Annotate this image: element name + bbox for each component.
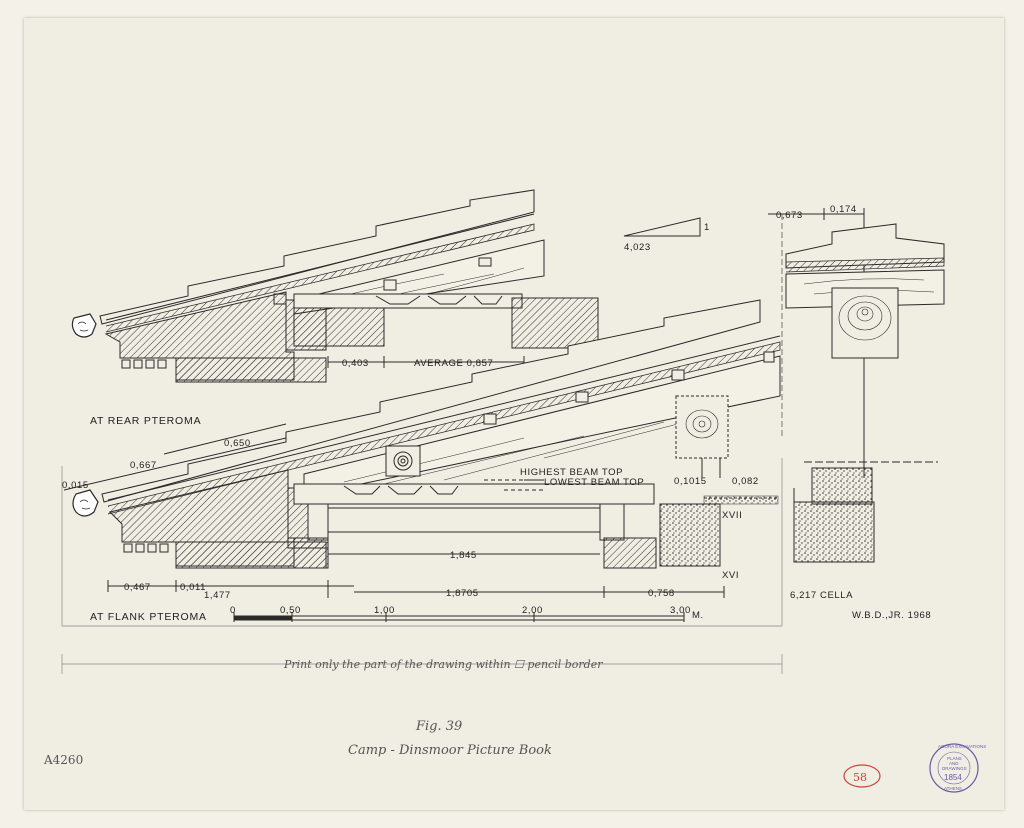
drawing-sheet: AT REAR PTEROMA AT FLANK PTEROMA 0,403 A… <box>24 18 1004 810</box>
stamp-bottom: ATHENS <box>944 786 962 791</box>
stamp-mid1: PLANS <box>947 756 962 761</box>
dim-0467: 0,467 <box>124 582 151 593</box>
architectural-drawing: AT REAR PTEROMA AT FLANK PTEROMA 0,403 A… <box>43 189 986 793</box>
label-highest-beam-top: HIGHEST BEAM TOP <box>520 467 623 478</box>
book-label: Camp - Dinsmoor Picture Book <box>348 743 552 758</box>
label-cella: 6,217 CELLA <box>790 590 853 601</box>
stamp-mid3: DRAWINGS <box>942 766 967 771</box>
scale-tick-200: 2,00 <box>522 605 543 616</box>
dim-0015: 0,015 <box>62 480 89 491</box>
dim-0174: 0,174 <box>830 204 857 215</box>
rear-pteroma-section <box>71 189 599 383</box>
dim-0650: 0,650 <box>224 438 251 449</box>
dim-1845: 1,845 <box>450 550 477 561</box>
label-flank-pteroma: AT FLANK PTEROMA <box>90 611 207 623</box>
slope-triangle <box>623 217 701 237</box>
catalog-number: A4260 <box>43 753 83 767</box>
label-xvii: XVII <box>722 510 742 521</box>
stamp-mid2: AND <box>949 761 959 766</box>
dim-0673: 0,673 <box>776 210 803 221</box>
fig-label: Fig. 39 <box>415 719 462 734</box>
right-detail-section <box>768 208 945 563</box>
flank-pteroma-section <box>72 299 781 569</box>
stamp-top: AGORA EXCAVATIONS <box>938 744 986 749</box>
label-lowest-beam-top: LOWEST BEAM TOP <box>544 477 644 488</box>
scale-tick-300: 3,00 <box>670 605 691 616</box>
beam-end-dashed <box>675 395 729 478</box>
dim-0403: 0,403 <box>342 358 369 369</box>
signature: W.B.D.,JR. 1968 <box>852 610 931 621</box>
scale-tick-100: 1,00 <box>374 605 395 616</box>
page-number-circle: 58 <box>843 764 881 788</box>
dim-1477: 1,477 <box>204 590 231 601</box>
stamp-number: 1854 <box>944 773 962 782</box>
pencil-border <box>61 458 783 674</box>
dim-18705: 1,8705 <box>446 588 479 599</box>
agora-stamp: AGORA EXCAVATIONS PLANS AND DRAWINGS 185… <box>929 743 986 793</box>
dim-01015: 0,1015 <box>674 476 707 487</box>
flank-dimension-lines <box>63 423 725 598</box>
dim-0011: 0,011 <box>180 582 206 593</box>
page-number: 58 <box>853 771 867 784</box>
slope-rise: 1 <box>704 222 710 233</box>
label-rear-pteroma: AT REAR PTEROMA <box>90 415 201 427</box>
scale-bar <box>233 612 685 622</box>
dim-0667: 0,667 <box>130 460 157 471</box>
scale-unit: M. <box>692 610 704 621</box>
scale-tick-0: 0 <box>230 605 236 616</box>
slope-run: 4,023 <box>624 242 651 253</box>
dim-average-0857: AVERAGE 0,857 <box>414 358 493 369</box>
dim-0758: 0,758 <box>648 588 675 599</box>
print-note: Print only the part of the drawing withi… <box>283 658 603 671</box>
dim-0082: 0,082 <box>732 476 759 487</box>
label-xvi: XVI <box>722 570 739 581</box>
scale-tick-050: 0,50 <box>280 605 301 616</box>
